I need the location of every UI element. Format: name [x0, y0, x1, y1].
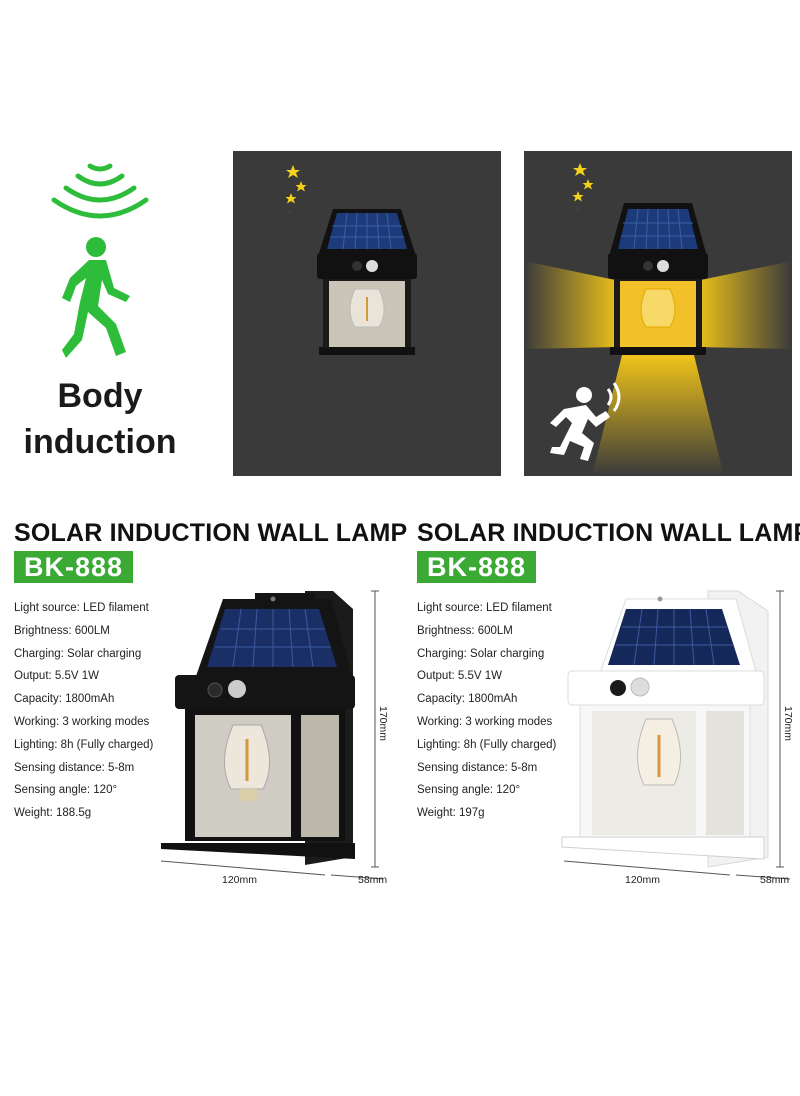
spec-item: Working: 3 working modes — [14, 715, 150, 728]
dimension-depth: 58mm — [760, 874, 790, 886]
dimension-width: 120mm — [222, 874, 258, 886]
spec-item: Lighting: 8h (Fully charged) — [14, 738, 154, 751]
star-icon — [285, 165, 307, 204]
night-scene-off-panel — [233, 151, 501, 476]
spec-item: Brightness: 600LM — [417, 624, 513, 637]
body-induction-label-line1: Body — [57, 377, 143, 415]
motion-wave-icon — [51, 163, 149, 219]
spec-item: Light source: LED filament — [417, 602, 552, 614]
dimension-height: 170mm — [377, 706, 389, 742]
spec-item: Capacity: 1800mAh — [417, 693, 518, 706]
model-badge: BK-888 — [14, 551, 134, 583]
spec-list: Light source: LED filament Brightness: 6… — [417, 597, 556, 825]
spec-item: Weight: 188.5g — [14, 807, 92, 820]
spec-item: Output: 5.5V 1W — [417, 670, 503, 683]
dimension-height: 170mm — [782, 706, 794, 742]
spec-item: Weight: 197g — [417, 807, 485, 820]
black-lamp-product-image — [160, 590, 384, 880]
running-person-icon — [550, 382, 621, 461]
product-title: SOLAR INDUCTION WALL LAMP — [417, 519, 800, 547]
spec-item: Capacity: 1800mAh — [14, 693, 115, 706]
solar-lamp-icon — [317, 209, 417, 355]
body-induction-label-line2: induction — [23, 423, 177, 461]
dimension-depth: 58mm — [358, 874, 388, 886]
star-icon — [572, 163, 594, 202]
spec-item: Sensing angle: 120° — [417, 784, 521, 797]
spec-item: Sensing angle: 120° — [14, 784, 118, 797]
dimension-width: 120mm — [625, 874, 661, 886]
spec-item: Working: 3 working modes — [417, 715, 553, 728]
spec-item: Sensing distance: 5-8m — [417, 761, 538, 774]
spec-item: Sensing distance: 5-8m — [14, 761, 135, 774]
white-lamp-product-image — [561, 590, 791, 880]
spec-item: Output: 5.5V 1W — [14, 670, 100, 683]
spec-item: Lighting: 8h (Fully charged) — [417, 738, 557, 751]
spec-item: Charging: Solar charging — [14, 647, 142, 660]
model-badge: BK-888 — [417, 551, 537, 583]
night-scene-on-panel — [524, 151, 792, 476]
spec-item: Light source: LED filament — [14, 602, 149, 614]
spec-item: Charging: Solar charging — [417, 647, 545, 660]
product-title: SOLAR INDUCTION WALL LAMP — [14, 519, 408, 547]
walking-person-icon — [62, 237, 130, 358]
spec-list: Light source: LED filament Brightness: 6… — [14, 597, 153, 825]
spec-item: Brightness: 600LM — [14, 624, 110, 637]
solar-lamp-icon — [608, 203, 708, 355]
